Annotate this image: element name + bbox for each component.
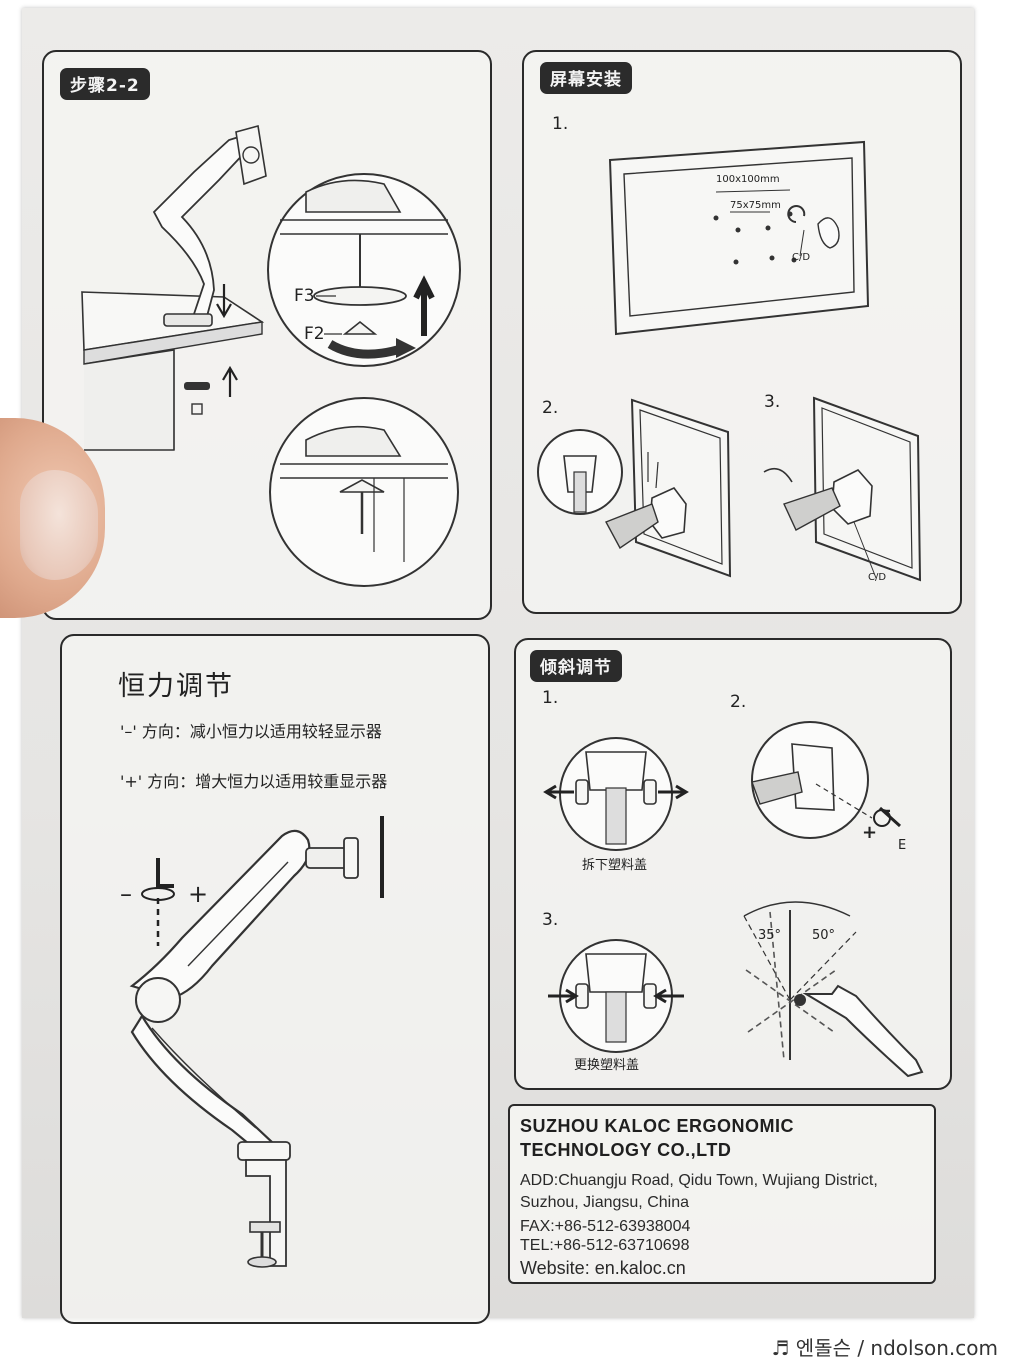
- cd-label: C/D: [792, 252, 811, 263]
- tilt-plus-sign: +: [862, 822, 878, 843]
- tilt-step-2: 2.: [730, 692, 747, 712]
- force-plus-sign: +: [188, 880, 211, 908]
- company-name-1: SUZHOU KALOC ERGONOMIC: [520, 1116, 794, 1136]
- monitor-vesa-illustration: [537, 140, 922, 582]
- screen-step-3: 3.: [764, 392, 781, 412]
- step-2-2-panel: 步骤2-2: [42, 50, 492, 620]
- vesa-75-label: 75x75mm: [730, 200, 781, 211]
- screen-step-2: 2.: [542, 398, 559, 418]
- gas-arm-illustration: [129, 816, 384, 1268]
- cd-label-step3: C/D: [868, 572, 887, 583]
- tilt-step-3: 3.: [542, 910, 559, 930]
- force-title: 恒力调节: [118, 671, 234, 702]
- screen-install-panel: 屏幕安装 1. 2. 3.: [522, 50, 962, 614]
- label-f3: F3: [294, 286, 315, 306]
- angle-35: 35°: [758, 928, 782, 943]
- tilt-step-1: 1.: [542, 688, 559, 708]
- watermark: ♬ 엔돌슨 / ndolson.com: [771, 1336, 998, 1360]
- company-website: Website: en.kaloc.cn: [520, 1258, 686, 1278]
- label-e: E: [898, 838, 907, 853]
- company-address-2: Suzhou, Jiangsu, China: [520, 1194, 689, 1211]
- company-tel: TEL:+86-512-63710698: [520, 1237, 690, 1254]
- caption-remove-cover: 拆下塑料盖: [582, 858, 648, 873]
- label-f2: F2: [304, 324, 325, 344]
- force-plus-line: '+' 方向：增大恒力以适用较重显示器: [120, 772, 388, 791]
- company-fax: FAX:+86-512-63938004: [520, 1218, 691, 1235]
- angle-50: 50°: [812, 928, 836, 943]
- company-name-2: TECHNOLOGY CO.,LTD: [520, 1140, 732, 1160]
- screen-step-1: 1.: [552, 114, 569, 134]
- vesa-100-label: 100x100mm: [716, 174, 780, 185]
- tilt-tag: 倾斜调节: [530, 650, 622, 682]
- force-minus-line: '–' 方向：减小恒力以适用较轻显示器: [120, 722, 382, 741]
- desk-clamp-illustration: [81, 124, 461, 587]
- tilt-adjust-illustration: [543, 721, 924, 1078]
- thumbnail: [20, 470, 98, 580]
- constant-force-panel: 恒力调节 '–' 方向：减小恒力以适用较轻显示器 '+' 方向：增大恒力以适用较…: [60, 634, 490, 1324]
- caption-replace-cover: 更换塑料盖: [574, 1058, 640, 1073]
- screen-install-tag: 屏幕安装: [540, 62, 632, 94]
- paper-sheet: 步骤2-2: [22, 8, 974, 1324]
- step-2-2-tag: 步骤2-2: [60, 68, 150, 100]
- tilt-minus-sign: –: [882, 800, 891, 821]
- force-minus-sign: –: [120, 880, 134, 908]
- company-info-panel: SUZHOU KALOC ERGONOMIC TECHNOLOGY CO.,LT…: [508, 1104, 936, 1284]
- tilt-adjust-panel: 倾斜调节 1. 2. 3.: [514, 638, 952, 1090]
- company-address-1: ADD:Chuangju Road, Qidu Town, Wujiang Di…: [520, 1172, 878, 1189]
